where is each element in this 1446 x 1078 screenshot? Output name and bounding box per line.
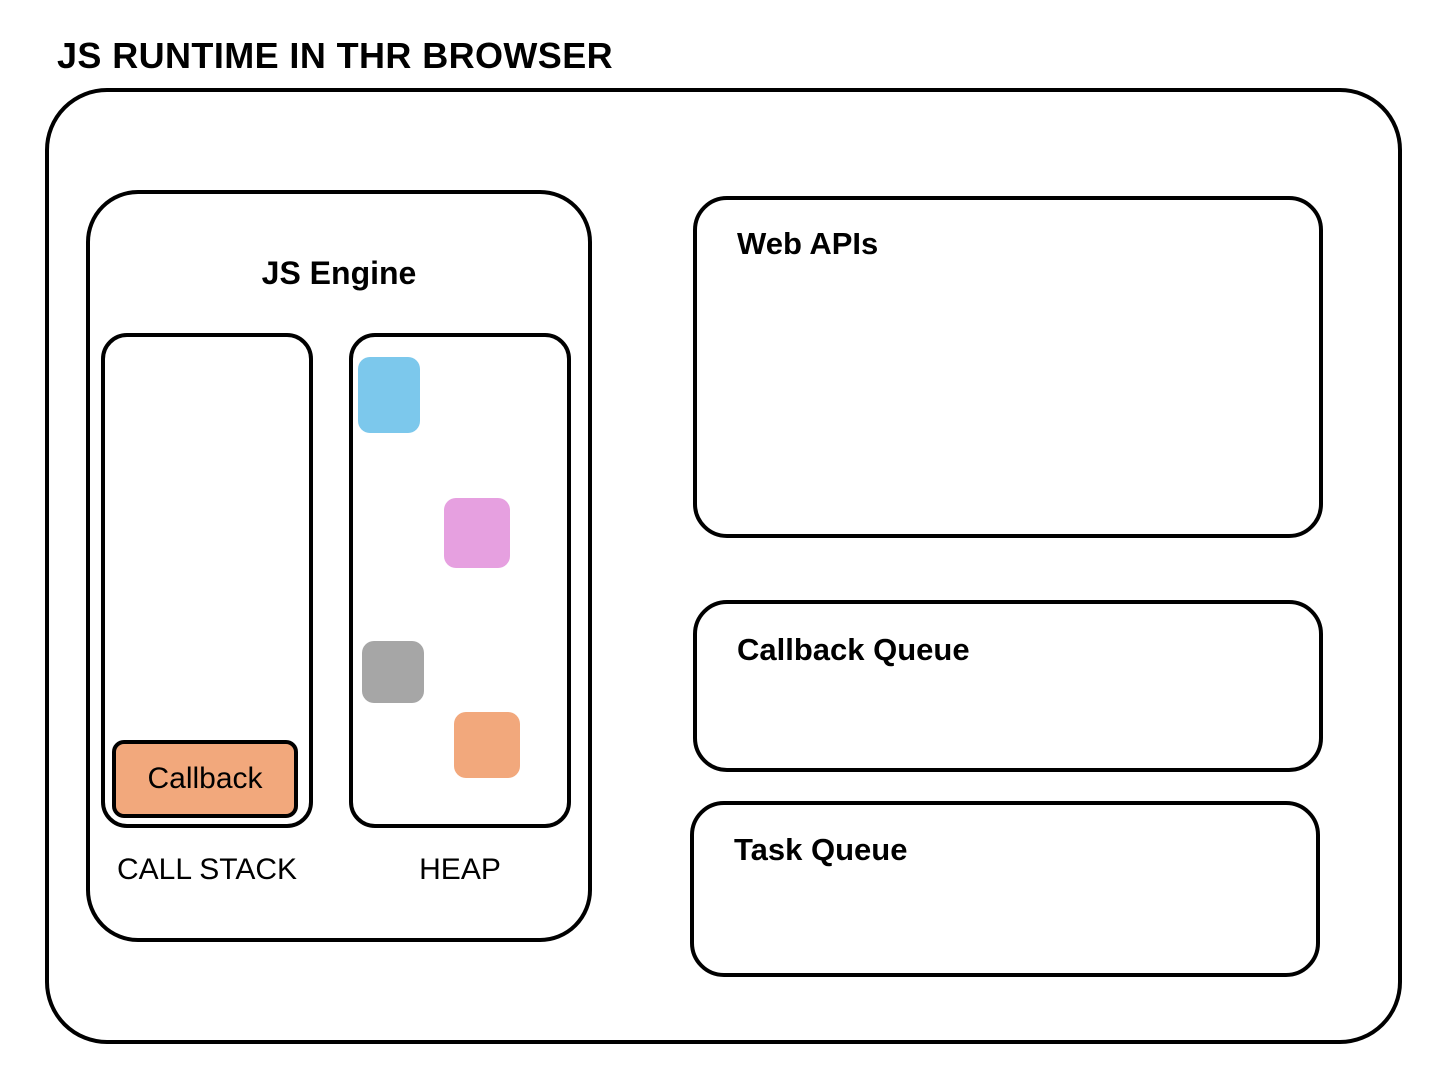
task-queue-title: Task Queue xyxy=(734,832,908,867)
js-engine-title: JS Engine xyxy=(261,255,417,291)
call-stack-label: CALL STACK xyxy=(116,853,298,886)
heap-label: HEAP xyxy=(419,853,501,886)
callback-queue-panel xyxy=(693,600,1323,772)
heap-object-blue xyxy=(358,357,420,433)
heap-object-pink xyxy=(444,498,510,568)
diagram-title: JS RUNTIME IN THR BROWSER xyxy=(57,35,614,76)
heap-object-orange xyxy=(454,712,520,778)
web-apis-title: Web APIs xyxy=(737,226,879,261)
callback-queue-title: Callback Queue xyxy=(737,632,970,667)
task-queue-panel xyxy=(690,801,1320,977)
heap-object-gray xyxy=(362,641,424,703)
call-stack-frame-callback: Callback xyxy=(112,740,298,818)
web-apis-panel xyxy=(693,196,1323,538)
